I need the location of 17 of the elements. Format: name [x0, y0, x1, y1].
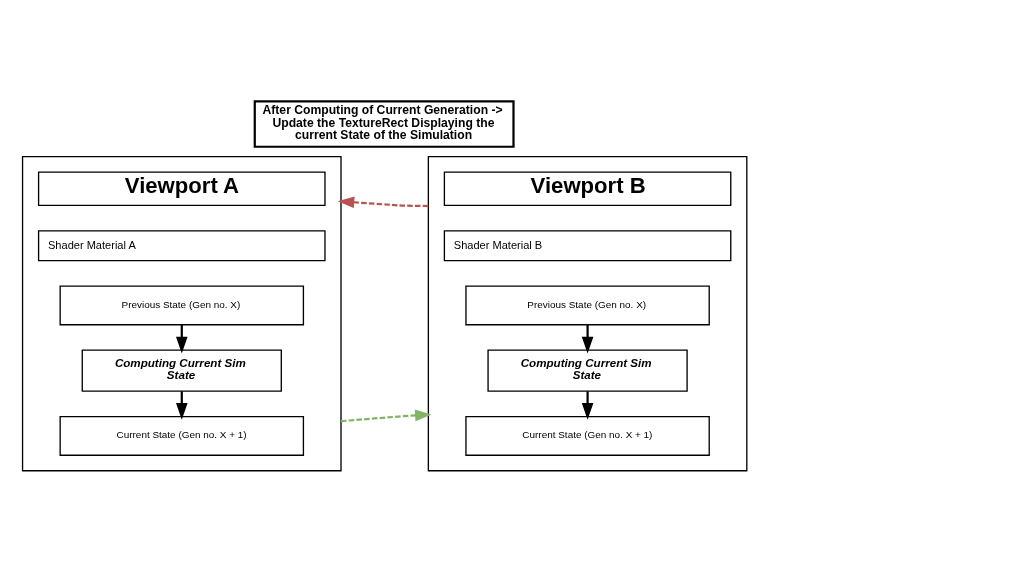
node-box: Computing Current Sim State	[81, 349, 282, 392]
cluster	[427, 156, 747, 472]
node-box: Computing Current Sim State	[486, 349, 688, 392]
node-box: After Computing of Current Generation -> Update the TextureRect Displaying the current State of the Simulation	[253, 100, 515, 148]
node-box: Current State (Gen no. X + 1)	[59, 415, 304, 456]
arrow	[340, 409, 432, 423]
node-box: Viewport A	[37, 171, 326, 207]
arrow	[581, 325, 593, 354]
arrow	[337, 196, 428, 209]
node-box: Shader Material B	[443, 230, 731, 262]
node-box: Current State (Gen no. X + 1)	[464, 415, 710, 456]
arrow	[581, 391, 593, 420]
node-box: Viewport B	[443, 171, 731, 207]
node-box: Shader Material A	[37, 230, 326, 262]
node-box: Previous State (Gen no. X)	[59, 285, 304, 326]
node-box: Previous State (Gen no. X)	[464, 285, 710, 326]
cluster	[21, 156, 342, 472]
